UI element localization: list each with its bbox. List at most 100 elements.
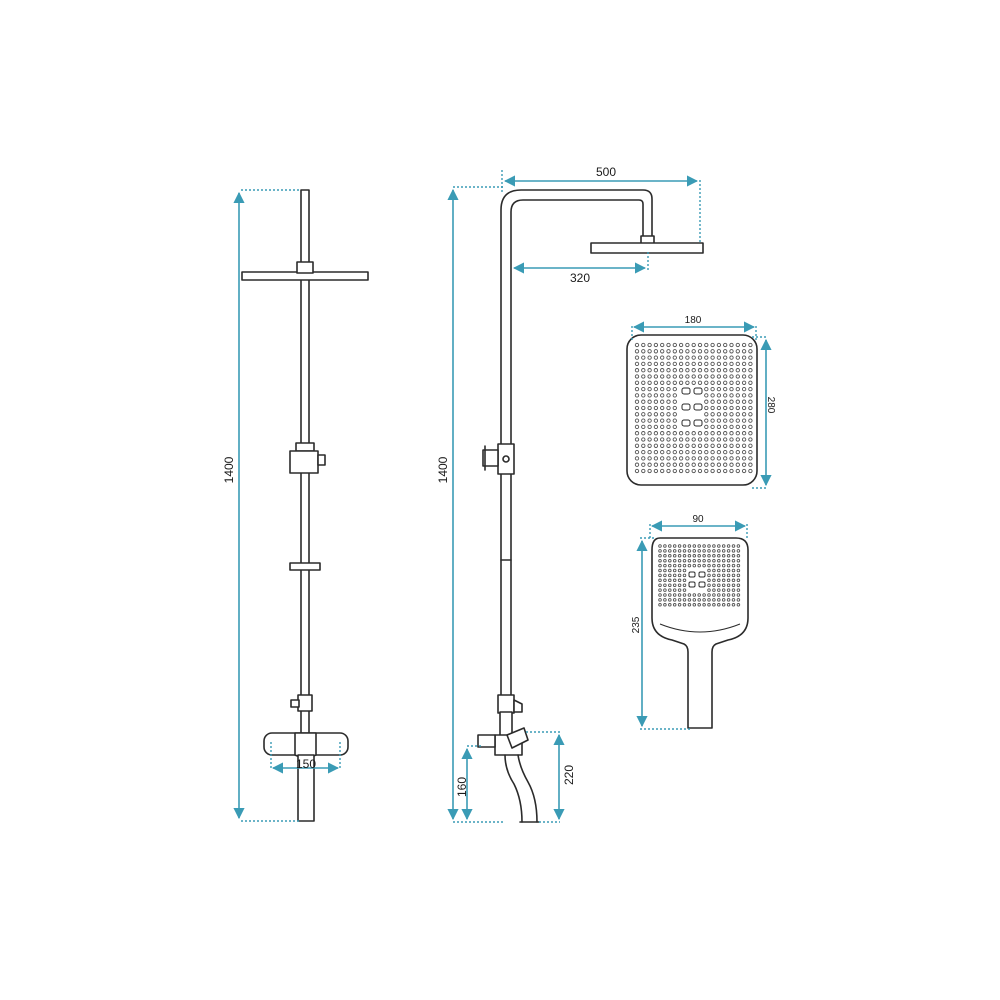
nozzle-dot (741, 412, 747, 417)
nozzle-dot (641, 468, 646, 474)
nozzle-dot (741, 349, 747, 354)
nozzle-dot (716, 443, 722, 448)
front-rail (300, 189, 310, 821)
nozzle-dot (641, 456, 646, 461)
nozzle-dot (663, 603, 667, 607)
nozzle-dot (666, 424, 671, 430)
nozzle-dot (707, 573, 711, 578)
nozzle-dot (723, 361, 728, 367)
nozzle-dot (666, 374, 671, 379)
nozzle-dot (687, 563, 692, 568)
nozzle-dot (729, 349, 734, 354)
nozzle-dot (704, 374, 709, 379)
nozzle-dot (691, 349, 696, 354)
front-view: 1400 150 (222, 189, 369, 822)
nozzle-dot (710, 355, 715, 360)
nozzle-dot (672, 588, 677, 592)
nozzle-dot (653, 342, 659, 348)
side-diverter-knob (513, 699, 523, 713)
nozzle-dot (685, 380, 690, 385)
nozzle-dot (735, 424, 740, 430)
nozzle-dot (672, 578, 677, 583)
nozzle-dot (658, 583, 662, 587)
nozzle-dot (716, 349, 722, 354)
side-view: 1400 500 320 160 220 (436, 165, 704, 823)
nozzle-dot (647, 355, 652, 360)
nozzle-dot (663, 578, 667, 583)
nozzle-dot (716, 468, 722, 474)
nozzle-dot (716, 368, 722, 373)
nozzle-dot (697, 349, 703, 354)
nozzle-dot (726, 593, 731, 597)
nozzle-dot (723, 456, 728, 461)
nozzle-dot (641, 349, 646, 354)
side-height-label: 1400 (436, 456, 450, 483)
nozzle-dot (726, 588, 731, 592)
nozzle-dot (741, 462, 747, 467)
nozzle-dot (716, 374, 722, 379)
nozzle-dot (672, 554, 677, 558)
rain-head-top-view: 180 280 (626, 315, 776, 489)
nozzle-dot (712, 549, 716, 553)
nozzle-dot (634, 437, 640, 442)
nozzle-dot (717, 598, 721, 602)
nozzle-dot (634, 412, 640, 417)
nozzle-dot (748, 456, 753, 461)
nozzle-dot (658, 568, 662, 573)
nozzle-dot (721, 578, 726, 583)
nozzle-dot (716, 449, 722, 455)
nozzle-dot (710, 462, 715, 467)
nozzle-dot (729, 405, 734, 411)
nozzle-dot (707, 578, 711, 583)
nozzle-dot (716, 399, 722, 404)
nozzle-dot (672, 583, 677, 587)
nozzle-dot (641, 386, 646, 392)
nozzle-dot (641, 437, 646, 442)
nozzle-dot (710, 468, 715, 474)
nozzle-dot (668, 558, 672, 563)
nozzle-dot (647, 443, 652, 448)
nozzle-dot (717, 578, 721, 583)
nozzle-dot (717, 588, 721, 592)
nozzle-dot (697, 563, 701, 568)
nozzle-dot (691, 342, 696, 348)
nozzle-dot (748, 355, 753, 360)
nozzle-dot (660, 386, 665, 392)
nozzle-dot (697, 468, 703, 474)
nozzle-dot (677, 558, 682, 563)
nozzle-dot (704, 349, 709, 354)
nozzle-dot (691, 380, 696, 385)
mixer-width-label: 150 (296, 757, 316, 771)
nozzle-dot (685, 443, 690, 448)
nozzle-dot (672, 342, 677, 348)
nozzle-dot (741, 456, 747, 461)
nozzle-dot (723, 462, 728, 467)
nozzle-dot (653, 405, 659, 411)
nozzle-dot (716, 456, 722, 461)
nozzle-dot (663, 549, 667, 553)
nozzle-dot (729, 393, 734, 398)
nozzle-dot (678, 462, 684, 467)
nozzle-dot (678, 380, 684, 385)
nozzle-dot (697, 603, 701, 607)
nozzle-dot (697, 549, 701, 553)
nozzle-dot (685, 437, 690, 442)
nozzle-dot (716, 437, 722, 442)
nozzle-dot (723, 418, 728, 423)
nozzle-dot (702, 563, 706, 568)
nozzle-dot (685, 468, 690, 474)
nozzle-dot (726, 558, 731, 563)
nozzle-dot (658, 588, 662, 592)
nozzle-dot (677, 563, 682, 568)
nozzle-dot (653, 361, 659, 367)
spout-high-label: 220 (562, 765, 576, 785)
nozzle-dot (704, 361, 709, 367)
nozzle-dot (735, 374, 740, 379)
nozzle-dot (736, 588, 741, 592)
nozzle-dot (685, 462, 690, 467)
nozzle-dot (658, 549, 662, 553)
nozzle-dot (748, 374, 753, 379)
nozzle-dot (634, 399, 640, 404)
nozzle-dot (660, 361, 665, 367)
